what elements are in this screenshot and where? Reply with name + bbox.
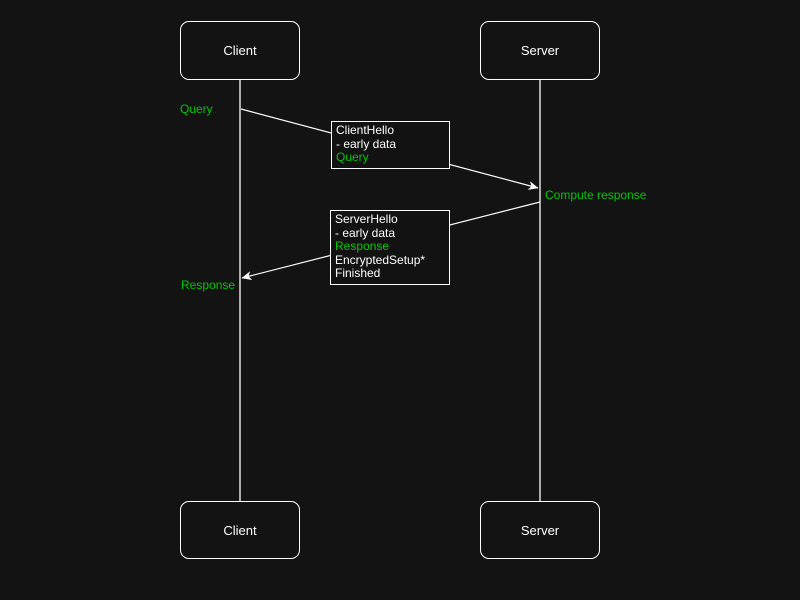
message-line: EncryptedSetup* [335, 252, 426, 267]
participant-server-top: Server [480, 21, 600, 80]
label-response: Response [181, 278, 236, 292]
message-line: - early data [336, 136, 397, 151]
message-box-server-hello: ServerHello - early data Response Encryp… [330, 210, 450, 285]
message-line: ClientHello [336, 123, 395, 137]
label-query: Query [180, 102, 213, 116]
message-box-client-hello: ClientHello - early data Query [331, 121, 450, 169]
participant-label: Client [223, 43, 257, 58]
message-line: - early data [335, 225, 396, 240]
message-line-highlighted: Response [335, 239, 390, 253]
participant-client-top: Client [180, 21, 300, 80]
message-line: Finished [335, 266, 381, 280]
label-compute-response: Compute response [545, 188, 647, 202]
participant-label: Server [520, 43, 560, 58]
message-line: ServerHello [335, 212, 398, 226]
participant-label: Server [520, 522, 560, 538]
participant-client-bottom: Client [180, 501, 300, 559]
message-line-highlighted: Query [336, 150, 369, 164]
participant-server-bottom: Server [480, 501, 600, 559]
participant-label: Client [223, 522, 257, 538]
